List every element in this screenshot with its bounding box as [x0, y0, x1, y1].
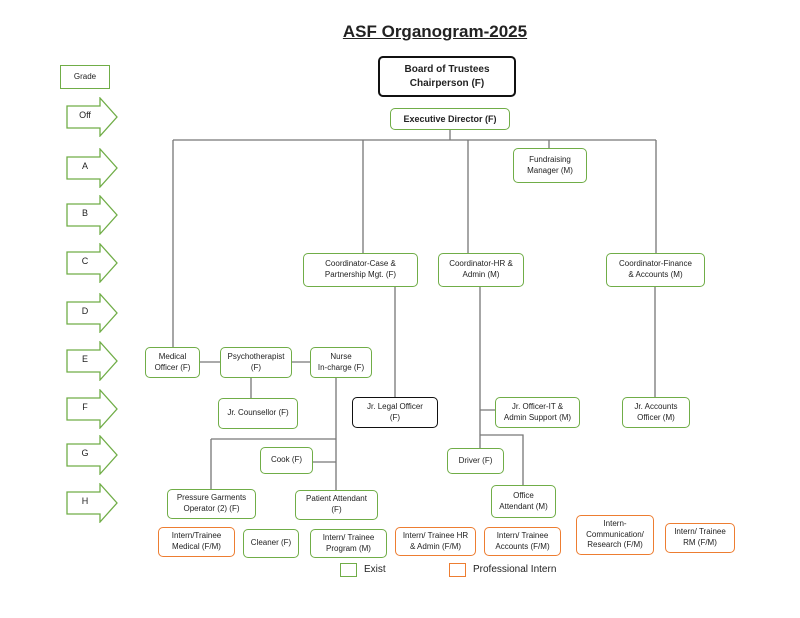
- psychotherapist-node: Psychotherapist (F): [220, 347, 292, 378]
- grade-label: Off: [79, 110, 91, 120]
- pressure-garments-operator-node: Pressure Garments Operator (2) (F): [167, 489, 256, 519]
- legend-exist-swatch: [340, 563, 357, 577]
- medical-officer-node: Medical Officer (F): [145, 347, 200, 378]
- cleaner-node: Cleaner (F): [243, 529, 299, 558]
- jr-officer-it-node: Jr. Officer-IT & Admin Support (M): [495, 397, 580, 428]
- page-title: ASF Organogram-2025: [342, 22, 528, 41]
- coordinator-case-node: Coordinator-Case & Partnership Mgt. (F): [303, 253, 418, 287]
- grade-arrow-d: D: [66, 292, 118, 334]
- grade-label: G: [81, 448, 89, 458]
- grade-arrow-off: Off: [66, 96, 118, 138]
- grade-arrow-f: F: [66, 388, 118, 430]
- grade-label: D: [81, 306, 89, 316]
- grade-label: C: [81, 256, 89, 266]
- grade-arrow-e: E: [66, 340, 118, 382]
- grade-label: B: [81, 208, 88, 218]
- intern-hr-node: Intern/ Trainee HR & Admin (F/M): [395, 527, 476, 556]
- legend-intern-swatch: [449, 563, 466, 577]
- nurse-in-charge-node: Nurse In-charge (F): [310, 347, 372, 378]
- intern-communication-node: Intern- Communication/ Research (F/M): [576, 515, 654, 555]
- intern-medical-node: Intern/Trainee Medical (F/M): [158, 527, 235, 557]
- patient-attendant-node: Patient Attendant (F): [295, 490, 378, 520]
- grade-arrow-h: H: [66, 482, 118, 524]
- grade-label: H: [81, 496, 89, 506]
- grade-arrow-g: G: [66, 434, 118, 476]
- grade-arrow-b: B: [66, 194, 118, 236]
- intern-program-node: Intern/ Trainee Program (M): [310, 529, 387, 558]
- grade-label: E: [81, 354, 88, 364]
- driver-node: Driver (F): [447, 448, 504, 474]
- intern-accounts-node: Intern/ Trainee Accounts (F/M): [484, 527, 561, 556]
- executive-director-node: Executive Director (F): [390, 108, 510, 130]
- board-of-trustees-node: Board of Trustees Chairperson (F): [378, 56, 516, 97]
- grade-label: F: [82, 402, 88, 412]
- office-attendant-node: Office Attendant (M): [491, 485, 556, 518]
- legend-intern-label: Professional Intern: [473, 564, 557, 575]
- grade-header: Grade: [60, 65, 110, 89]
- coordinator-hr-node: Coordinator-HR & Admin (M): [438, 253, 524, 287]
- grade-arrow-c: C: [66, 242, 118, 284]
- legend-exist-label: Exist: [364, 564, 386, 575]
- intern-rm-node: Intern/ Trainee RM (F/M): [665, 523, 735, 553]
- jr-accounts-officer-node: Jr. Accounts Officer (M): [622, 397, 690, 428]
- grade-label: A: [81, 161, 88, 171]
- fundraising-manager-node: Fundraising Manager (M): [513, 148, 587, 183]
- cook-node: Cook (F): [260, 447, 313, 474]
- jr-counsellor-node: Jr. Counsellor (F): [218, 398, 298, 429]
- jr-legal-officer-node: Jr. Legal Officer (F): [352, 397, 438, 428]
- coordinator-finance-node: Coordinator-Finance & Accounts (M): [606, 253, 705, 287]
- grade-arrow-a: A: [66, 147, 118, 189]
